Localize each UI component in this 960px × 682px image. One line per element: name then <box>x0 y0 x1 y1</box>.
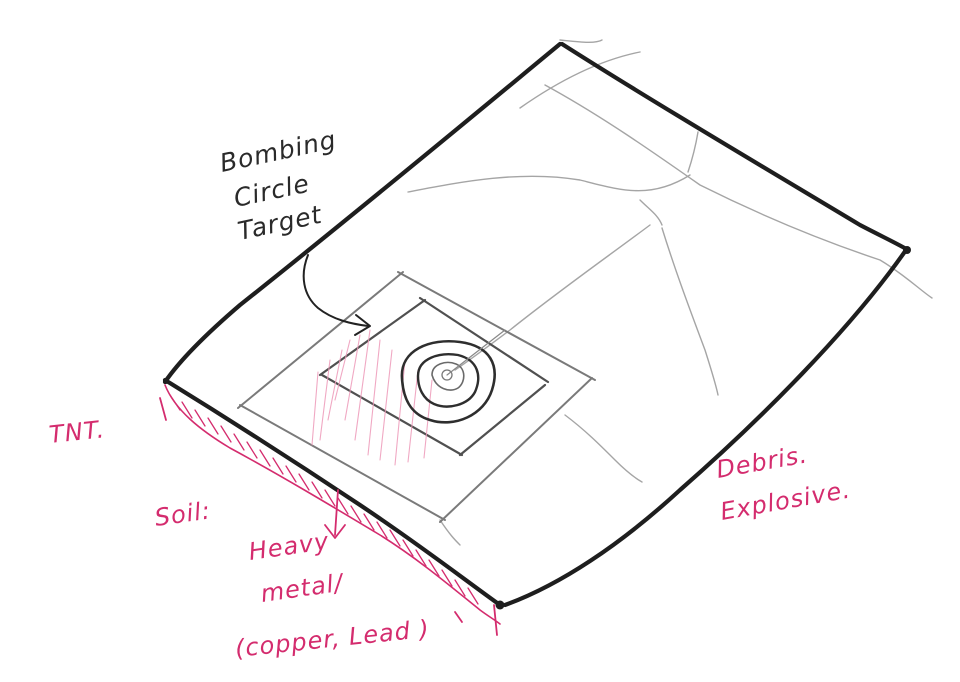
bottom-arrow-tick <box>455 612 462 622</box>
heavy-metal-label-line1: Heavy <box>247 527 331 566</box>
arrow-shaft <box>304 255 368 326</box>
heavy-metal-label-line3: (copper, Lead ) <box>234 615 431 663</box>
boundary-top <box>562 44 908 250</box>
tnt-arrow <box>160 398 166 420</box>
target-inner-square <box>320 298 548 455</box>
target-outer-square <box>238 272 595 522</box>
road-line <box>455 225 650 370</box>
road-line <box>408 175 690 192</box>
road-line <box>440 520 460 545</box>
heavy-metal-label-line2: metal/ <box>259 568 347 608</box>
road-line <box>640 200 662 225</box>
soil-label: Soil: <box>153 496 213 532</box>
site-boundary <box>165 44 908 605</box>
boundary-right <box>505 250 906 605</box>
road-line <box>688 132 698 172</box>
debris-label-line2: Explosive. <box>718 475 853 525</box>
road-line <box>545 85 932 298</box>
road-line <box>565 415 642 482</box>
soil-arrow-shaft <box>335 490 338 535</box>
road-line <box>662 228 718 395</box>
target-label-line1: Bombing <box>217 125 339 178</box>
road-line <box>560 40 602 42</box>
ring-inner <box>432 362 464 390</box>
target-arrow <box>304 255 370 335</box>
tnt-label: TNT. <box>48 415 107 449</box>
pencil-lines <box>408 40 932 545</box>
